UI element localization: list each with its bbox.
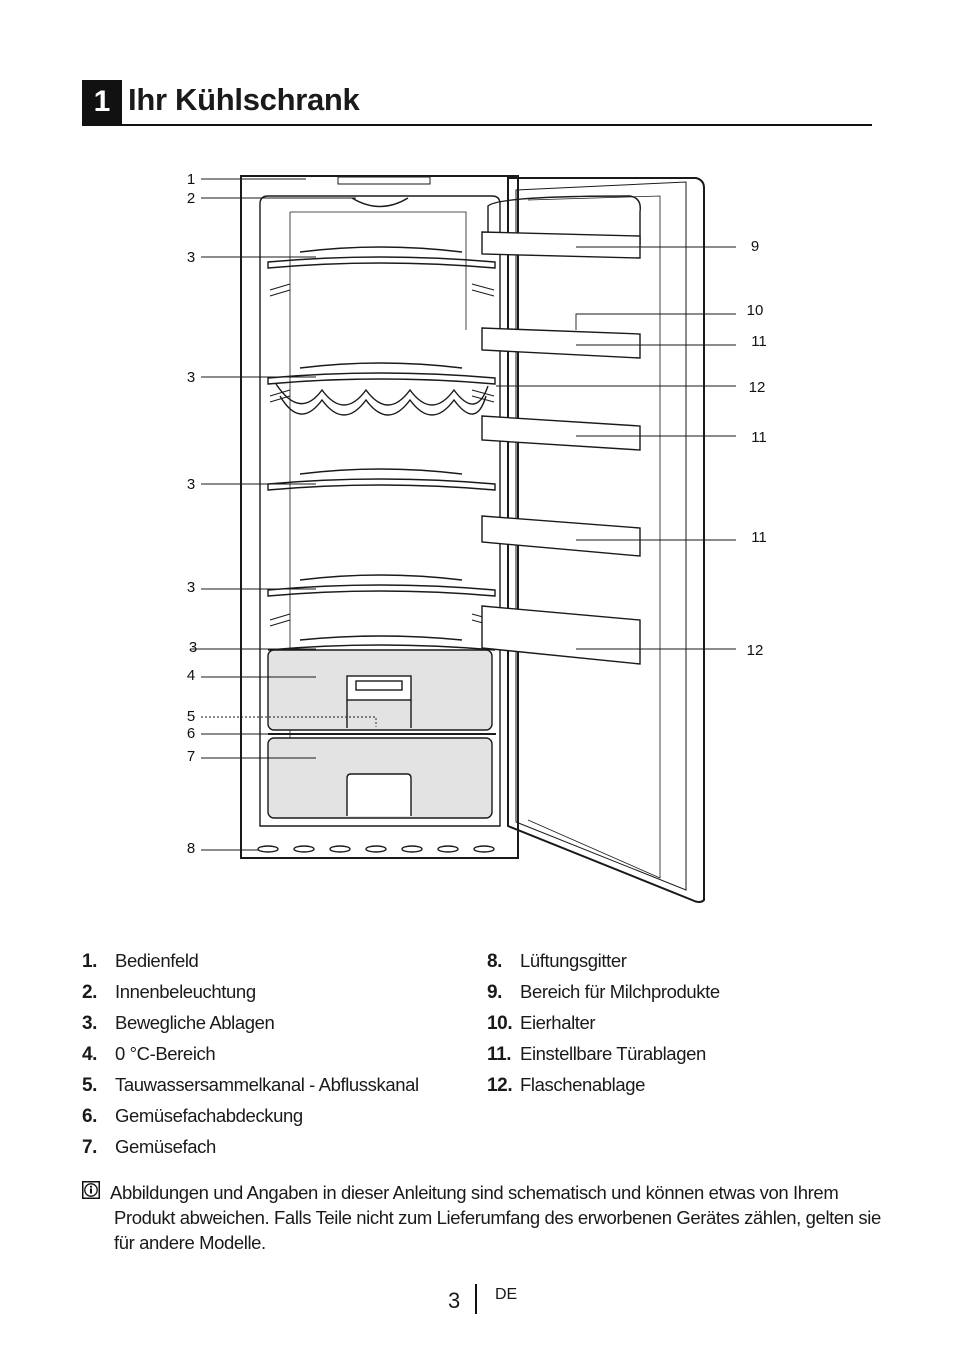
page-number: 3 [448,1288,461,1313]
callout-5: 5 [187,708,195,725]
callout-11: 11 [751,529,767,546]
inner-liner [259,195,501,827]
legend-right: 8.Lüftungsgitter 9.Bereich für Milchprod… [487,948,720,1103]
callout-3: 3 [187,369,195,386]
callout-8: 8 [187,840,195,857]
legend-left: 1.Bedienfeld 2.Innenbeleuchtung 3.Bewegl… [82,948,419,1165]
callout-3: 3 [187,249,195,266]
refrigerator-diagram: 1 2 3 3 3 3 3 4 5 6 7 8 9 10 11 12 11 11… [187,171,767,903]
bottle-rack [275,383,489,406]
callout-3: 3 [187,476,195,493]
footer-divider [475,1284,477,1314]
zero-degree-compartment [267,649,493,731]
callout-9: 9 [751,238,759,255]
interior-light [351,197,409,208]
callout-10: 10 [747,302,764,319]
info-note: Abbildungen und Angaben in dieser Anleit… [82,1180,882,1255]
cabinet-body [240,175,519,859]
legend-item: 7.Gemüsefach [82,1136,216,1158]
legend-item: 9.Bereich für Milchprodukte [487,981,720,1003]
legend-item: 5.Tauwassersammelkanal - Abflusskanal [82,1074,419,1096]
callout-6: 6 [187,725,195,742]
language-code: DE [495,1286,518,1303]
legend-item: 3.Bewegliche Ablagen [82,1012,275,1034]
legend-item: 10.Eierhalter [487,1012,596,1034]
section-header: 1 Ihr Kühlschrank [82,80,872,126]
callout-12: 12 [749,379,766,396]
ventilation-grille [257,845,495,853]
crisper-drawer [267,737,493,819]
callout-3: 3 [189,639,197,656]
callout-4: 4 [187,667,195,684]
legend-item: 2.Innenbeleuchtung [82,981,256,1003]
legend-item: 8.Lüftungsgitter [487,950,627,972]
legend-item: 11.Einstellbare Türablagen [487,1043,706,1065]
legend-item: 4.0 °C-Bereich [82,1043,216,1065]
page-title: Ihr Kühlschrank [128,82,360,117]
legend-item: 6.Gemüsefachabdeckung [82,1105,303,1127]
note-text: Abbildungen und Angaben in dieser Anleit… [110,1182,881,1253]
section-number: 1 [82,80,122,124]
control-panel [337,176,431,185]
callout-12: 12 [747,642,764,659]
callout-11: 11 [751,429,767,446]
callout-2: 2 [187,190,195,207]
info-icon [82,1181,100,1199]
shelves [267,246,496,651]
door-bins [481,195,641,665]
callout-7: 7 [187,748,195,765]
legend-item: 1.Bedienfeld [82,950,199,972]
legend-item: 12.Flaschenablage [487,1074,646,1096]
callout-1: 1 [187,171,195,188]
callout-leaders-right [496,246,736,650]
callout-leaders-left [190,178,377,851]
callout-11: 11 [751,333,767,350]
callout-3: 3 [187,579,195,596]
